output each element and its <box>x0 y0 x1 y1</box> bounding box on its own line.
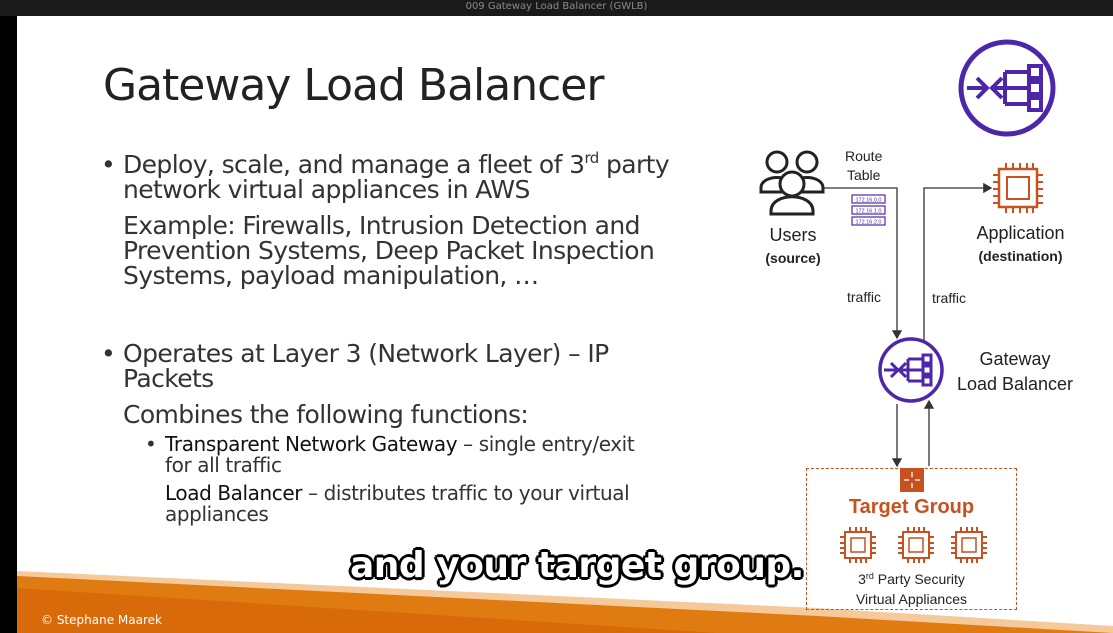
route-entry: 172.16.1.0 <box>856 209 882 215</box>
appliance-chip-icon <box>898 527 934 563</box>
bullet-combines: Combines the following functions: <box>123 400 529 429</box>
window-title-bar: 009 Gateway Load Balancer (GWLB) <box>0 0 1113 16</box>
users-icon <box>759 150 825 216</box>
application-chip-icon <box>993 163 1043 213</box>
route-entry: 172.16.2.0 <box>856 220 882 226</box>
appliance-chip-icon <box>840 527 876 563</box>
main-bullets-top: Deploy, scale, and manage a fleet of 3rd… <box>101 149 670 290</box>
gwlb-service-icon <box>958 39 1056 137</box>
traffic-label-out: traffic <box>932 290 966 306</box>
sub-bullet-load-balancer: Load Balancer – distributes traffic to y… <box>165 481 630 526</box>
slide-title: Gateway Load Balancer <box>103 60 604 111</box>
traffic-arrows <box>823 182 993 468</box>
bullet-example: Example: Firewalls, Intrusion Detection … <box>123 211 655 290</box>
bullet-deploy: Deploy, scale, and manage a fleet of 3rd… <box>123 149 670 204</box>
target-group-badge-icon <box>900 468 924 492</box>
application-label: Application(destination) <box>976 223 1065 264</box>
copyright: © Stephane Maarek <box>41 613 162 627</box>
video-subtitle: and your target group. <box>350 545 804 586</box>
route-entry: 172.16.0.0 <box>856 198 882 204</box>
diagram: 172.16.0.0 172.16.1.0 172.16.2.0 <box>759 39 1056 563</box>
main-bullets-bottom: Operates at Layer 3 (Network Layer) – IP… <box>101 339 609 429</box>
window-title: 009 Gateway Load Balancer (GWLB) <box>465 1 648 12</box>
footer-stripe <box>17 571 1113 633</box>
sub-bullet-gateway: Transparent Network Gateway – single ent… <box>165 432 635 477</box>
sub-bullets: Transparent Network Gateway – single ent… <box>145 432 635 526</box>
target-group-label: Target Group <box>848 496 975 518</box>
traffic-label-in: traffic <box>847 289 881 305</box>
gwlb-icon <box>878 337 944 403</box>
route-table-icon: 172.16.0.0 172.16.1.0 172.16.2.0 <box>851 194 886 226</box>
users-label: Users(source) <box>765 225 821 266</box>
slide: Gateway Load Balancer Deploy, scale, and… <box>17 16 1113 633</box>
target-group-box <box>806 468 1017 610</box>
bullet-layer3: Operates at Layer 3 (Network Layer) – IP… <box>123 339 609 393</box>
appliance-chip-icon <box>951 527 987 563</box>
